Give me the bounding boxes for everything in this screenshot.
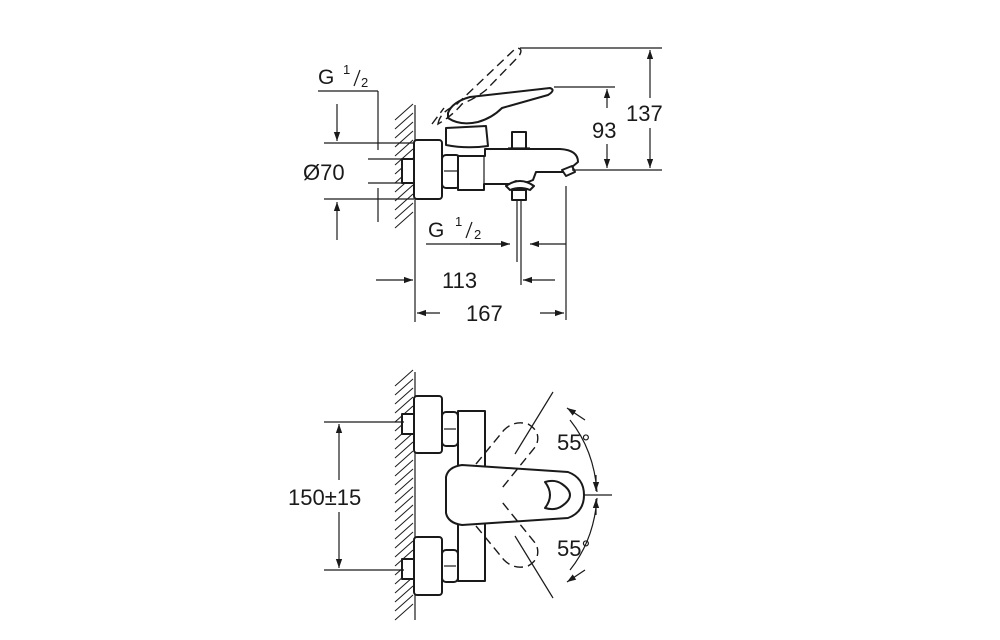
wall-hatch-line bbox=[394, 387, 414, 405]
label-93: 93 bbox=[592, 118, 616, 143]
body-top-view bbox=[445, 410, 585, 582]
wall-hatch-line bbox=[394, 540, 414, 558]
wall-hatch-line bbox=[394, 495, 414, 513]
thread-label-bottom: G 1 2 bbox=[426, 186, 567, 320]
wall-hatch-line bbox=[394, 504, 414, 522]
wall-hatch-line bbox=[394, 103, 414, 121]
angle-55-bottom: 55° bbox=[514, 494, 612, 599]
dim-113: 113 bbox=[376, 236, 555, 322]
dia-label: Ø70 bbox=[303, 160, 345, 185]
wall-hatch-line bbox=[394, 531, 414, 549]
label-137: 137 bbox=[626, 101, 663, 126]
dim-167: 167 bbox=[417, 301, 564, 326]
wall-hatch-line bbox=[394, 378, 414, 396]
connector-lower bbox=[401, 536, 459, 596]
wall-hatch-line bbox=[394, 148, 414, 166]
mixer-body bbox=[457, 131, 579, 285]
wall-hatch-line bbox=[394, 441, 414, 459]
connector-upper bbox=[401, 395, 459, 454]
wall-hatch-line bbox=[394, 486, 414, 504]
top-view: 55° 55° 150±15 bbox=[288, 369, 612, 621]
wall-hatch-line bbox=[394, 477, 414, 495]
wall-connector-top bbox=[401, 139, 461, 200]
dim-150: 150±15 bbox=[288, 421, 404, 571]
wall-hatch-line bbox=[394, 432, 414, 450]
wall-hatch-line bbox=[394, 369, 414, 387]
wall-hatch-line bbox=[394, 184, 414, 202]
wall-hatch-line bbox=[394, 513, 414, 531]
g-top-sup: 1 bbox=[343, 62, 350, 77]
wall-hatch-line bbox=[394, 396, 414, 414]
g-top-main: G bbox=[318, 66, 334, 89]
angle-55-top: 55° bbox=[514, 391, 600, 493]
g-top-sub: 2 bbox=[361, 75, 368, 90]
g-bottom-main: G bbox=[428, 219, 444, 242]
lever bbox=[431, 47, 554, 149]
g-bottom-sub: 2 bbox=[474, 227, 481, 242]
wall-hatch-line bbox=[394, 121, 414, 139]
thread-label-top: G 1 2 bbox=[318, 62, 379, 150]
wall-hatch-line bbox=[394, 603, 414, 621]
label-55-top: 55° bbox=[557, 430, 590, 455]
wall-hatch-line bbox=[394, 211, 414, 229]
wall-hatch-line bbox=[394, 112, 414, 130]
wall-top bbox=[394, 103, 416, 236]
wall-hatch-line bbox=[394, 450, 414, 468]
label-167: 167 bbox=[466, 301, 503, 326]
side-view: G 1 2 Ø70 G 1 2 bbox=[303, 47, 663, 326]
wall-bottom bbox=[394, 369, 416, 621]
label-55-bottom: 55° bbox=[557, 536, 590, 561]
diameter-dim: Ø70 bbox=[303, 142, 414, 240]
dim-heights: 93 137 bbox=[520, 47, 663, 171]
label-113: 113 bbox=[442, 268, 477, 293]
wall-hatch-line bbox=[394, 202, 414, 220]
wall-hatch-line bbox=[394, 522, 414, 540]
wall-hatch-line bbox=[394, 459, 414, 477]
wall-hatch-line bbox=[394, 585, 414, 603]
g-bottom-sup: 1 bbox=[455, 214, 462, 229]
wall-hatch-line bbox=[394, 130, 414, 148]
label-150: 150±15 bbox=[288, 485, 361, 510]
wall-hatch-line bbox=[394, 594, 414, 612]
wall-hatch-line bbox=[394, 468, 414, 486]
wall-hatch-line bbox=[394, 193, 414, 211]
